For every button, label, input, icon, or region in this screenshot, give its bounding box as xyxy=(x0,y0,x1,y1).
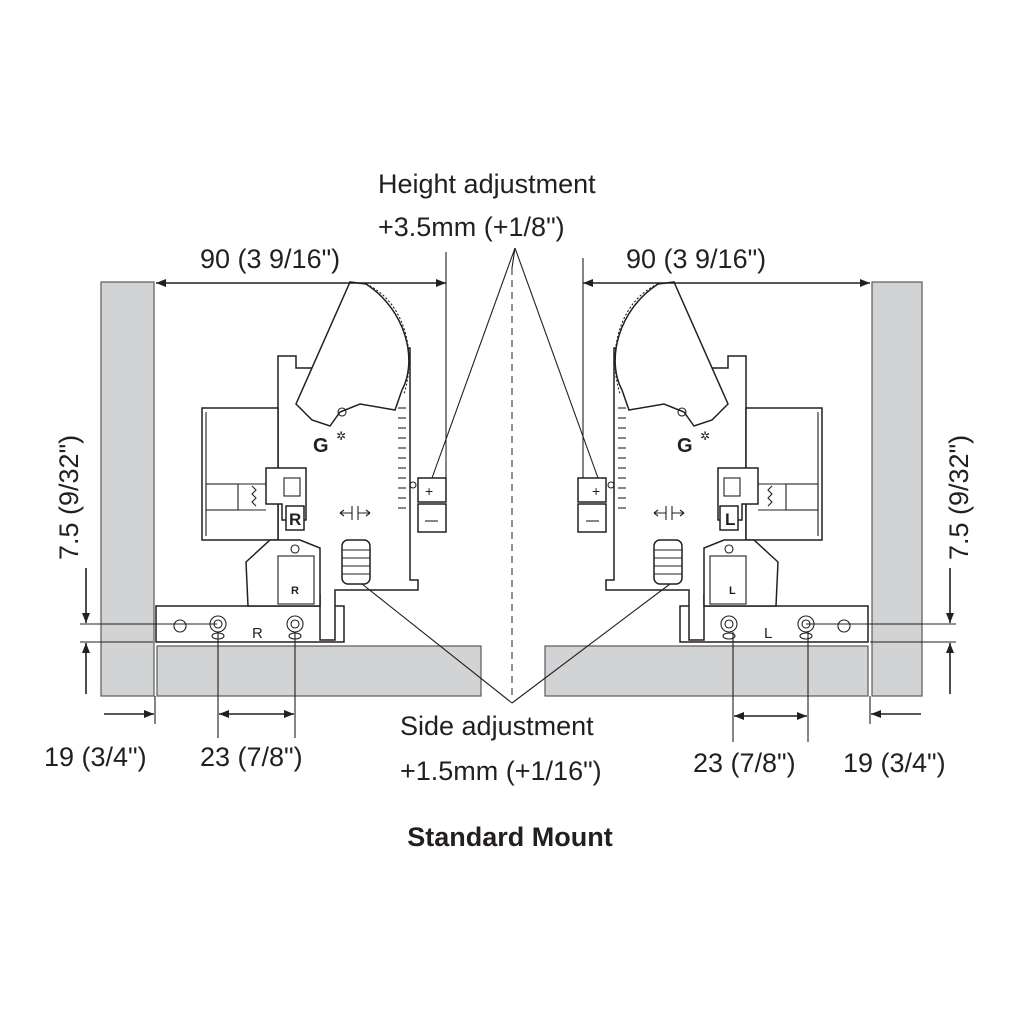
right-cabinet-side-panel xyxy=(871,281,923,697)
left-drawer-bottom xyxy=(156,645,482,697)
right-hole-dimension xyxy=(732,632,809,742)
left-clip-r-mark: R xyxy=(289,510,301,529)
right-width-label: 90 (3 9/16") xyxy=(626,244,766,274)
right-height-label: 7.5 (9/32") xyxy=(944,435,974,560)
left-g-logo: G xyxy=(313,435,329,457)
left-panel-label: 19 (3/4") xyxy=(44,742,147,772)
right-width-dimension xyxy=(582,258,870,478)
left-cabinet-side-panel xyxy=(100,281,155,697)
left-height-dimension xyxy=(80,568,217,694)
left-width-dimension xyxy=(156,252,447,478)
left-hook-r-mark: R xyxy=(291,585,299,597)
left-width-label: 90 (3 9/16") xyxy=(200,244,340,274)
svg-text:+: + xyxy=(425,483,433,499)
svg-text:✲: ✲ xyxy=(336,429,346,443)
side-adjustment-leaders xyxy=(361,583,671,704)
right-panel-label: 19 (3/4") xyxy=(843,748,946,778)
right-g-logo: G xyxy=(677,435,693,457)
svg-text:+: + xyxy=(592,483,600,499)
right-panel-dimension xyxy=(869,696,921,724)
side-adjustment-label: Side adjustment xyxy=(400,711,594,741)
right-drawer-bottom xyxy=(544,645,869,697)
left-hole-dimension xyxy=(217,632,296,738)
left-height-scale xyxy=(398,407,406,509)
right-plate-l-mark: L xyxy=(764,625,772,642)
right-height-dimension xyxy=(806,568,956,694)
right-clip-l-mark: L xyxy=(725,510,735,529)
right-locking-device: G ✲ + L L L xyxy=(577,281,869,643)
right-hook-l-mark: L xyxy=(729,585,736,597)
right-hole-label: 23 (7/8") xyxy=(693,748,796,778)
height-adjustment-label: Height adjustment xyxy=(378,169,596,199)
side-adjustment-value: +1.5mm (+1/16") xyxy=(400,756,602,786)
svg-text:✲: ✲ xyxy=(700,429,710,443)
left-hole-label: 23 (7/8") xyxy=(200,742,303,772)
left-panel-dimension xyxy=(104,696,156,724)
height-adjustment-value: +3.5mm (+1/8") xyxy=(378,212,565,242)
diagram-title: Standard Mount xyxy=(407,822,612,852)
left-height-label: 7.5 (9/32") xyxy=(54,435,84,560)
left-locking-device: G ✲ + R xyxy=(155,281,447,643)
left-plate-r-mark: R xyxy=(252,625,263,642)
right-height-scale xyxy=(618,407,626,509)
height-adjustment-leaders xyxy=(431,247,599,479)
